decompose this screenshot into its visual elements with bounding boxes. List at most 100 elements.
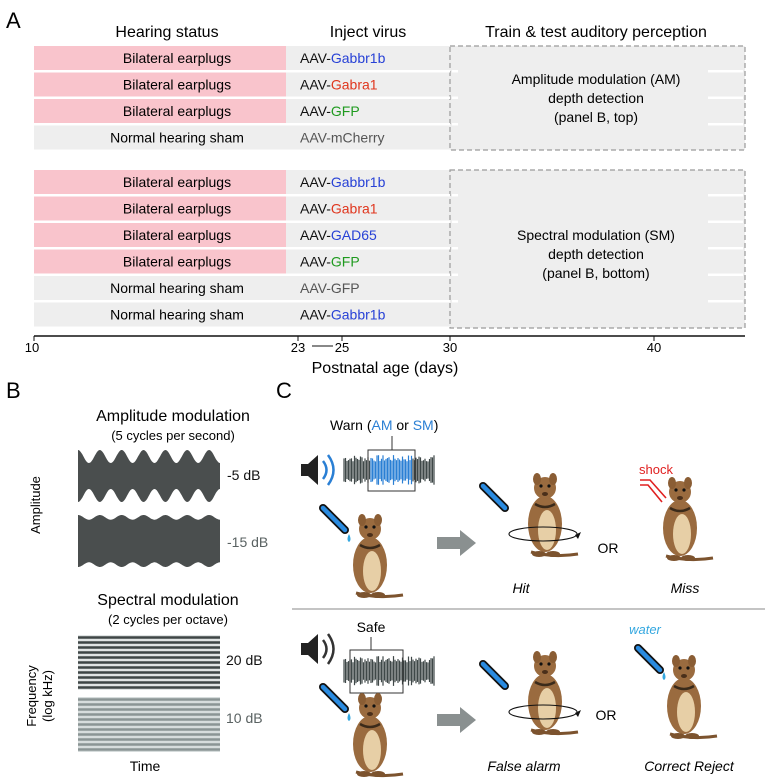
virus-prefix: AAV-	[300, 103, 331, 119]
header-hearing-status: Hearing status	[115, 24, 218, 41]
sm-title: Spectral modulation	[97, 592, 238, 609]
spectral-band	[78, 651, 220, 654]
row-gap	[452, 247, 458, 250]
sm-spectrogram-20db	[78, 635, 220, 690]
header-inject-virus: Inject virus	[330, 24, 406, 41]
sm-group-hearing-status: Bilateral earplugs	[123, 174, 231, 190]
virus-gene: GFP	[331, 103, 360, 119]
virus-gene: Gabra1	[331, 77, 378, 93]
virus-gene: Gabbr1b	[331, 174, 386, 190]
am-group-hearing-status: Bilateral earplugs	[123, 77, 231, 93]
row-gap	[708, 273, 743, 276]
row-gap	[286, 220, 450, 223]
water-label: water	[629, 622, 661, 637]
am-group-hearing-status: Bilateral earplugs	[123, 103, 231, 119]
row-gap	[452, 194, 458, 197]
spectral-band	[78, 743, 220, 746]
virus-prefix: AAV-	[300, 174, 331, 190]
axis-tick-label: 40	[647, 340, 661, 355]
virus-gene: Gabbr1b	[331, 307, 386, 323]
am-title: Amplitude modulation	[96, 408, 250, 425]
sm-group-hearing-status: Bilateral earplugs	[123, 201, 231, 217]
arrow-safe	[437, 707, 476, 733]
sm-task-box	[449, 169, 746, 329]
am-group-earplug-bar	[34, 72, 286, 97]
panel-a-letter: A	[6, 8, 21, 33]
virus-gene: Gabbr1b	[331, 50, 386, 66]
am-group-hearing-status: Normal hearing sham	[110, 130, 244, 146]
am-ylabel: Amplitude	[28, 476, 43, 534]
gerbil-correct-reject	[638, 648, 719, 741]
speaker-icon-warn	[301, 454, 335, 486]
spectral-band	[78, 713, 220, 716]
sm-group-hearing-status: Normal hearing sham	[110, 307, 244, 323]
panel-b-letter: B	[6, 378, 21, 403]
sm-group-hearing-status: Bilateral earplugs	[123, 227, 231, 243]
row-gap	[708, 247, 743, 250]
am-level-15db: -15 dB	[227, 534, 268, 550]
gerbil-drinking-safe	[323, 687, 405, 778]
outcome-hit: Hit	[512, 580, 530, 596]
spectral-band	[78, 671, 220, 674]
panel-c-letter: C	[276, 378, 292, 403]
virus-prefix: AAV-	[300, 50, 331, 66]
virus-gene: GAD65	[331, 227, 377, 243]
sm-group-earplug-bar	[34, 196, 286, 221]
time-label: Time	[130, 758, 161, 774]
row-gap	[452, 123, 458, 126]
spectral-band	[78, 646, 220, 649]
outcome-miss: Miss	[671, 580, 700, 596]
row-gap	[452, 96, 458, 99]
am-waveform-15db	[78, 515, 220, 567]
sm-group-earplug-bar	[34, 223, 286, 247]
spectral-band	[78, 733, 220, 736]
spectral-band	[78, 738, 220, 741]
gerbil-hit	[483, 471, 581, 559]
gerbil-drinking-warn	[323, 508, 405, 600]
or-label-top: OR	[598, 540, 619, 556]
virus-prefix: AAV-mCherry	[300, 130, 385, 146]
virus-prefix: AAV-	[300, 227, 331, 243]
spectral-band	[78, 676, 220, 679]
spectral-band	[78, 723, 220, 726]
virus-gene: Gabra1	[331, 201, 378, 217]
spectral-band	[78, 718, 220, 721]
virus-prefix: AAV-	[300, 254, 331, 270]
row-gap	[452, 70, 458, 73]
sm-group-virus: AAV-Gabbr1b	[300, 174, 386, 190]
sm-task-line3: (panel B, bottom)	[542, 265, 649, 281]
arrow-warn	[437, 530, 476, 556]
row-gap	[708, 123, 743, 126]
spectral-band	[78, 698, 220, 701]
outcome-false-alarm: False alarm	[487, 758, 560, 774]
spectral-band	[78, 708, 220, 711]
shock-label: shock	[639, 462, 673, 477]
sm-level-20db: 20 dB	[226, 652, 263, 668]
sm-group-virus: AAV-GFP	[300, 254, 360, 270]
sm-group-virus: AAV-GAD65	[300, 227, 377, 243]
age-axis-label: Postnatal age (days)	[312, 360, 459, 377]
row-gap	[286, 70, 450, 73]
row-gap	[286, 247, 450, 250]
spectral-band	[78, 748, 220, 751]
spectral-band	[78, 686, 220, 689]
task-box-gaps	[286, 70, 743, 303]
speaker-icon-safe	[301, 633, 335, 665]
row-gap	[708, 194, 743, 197]
spectral-band	[78, 681, 220, 684]
am-task-line3: (panel B, top)	[554, 109, 638, 125]
spectral-band	[78, 703, 220, 706]
virus-prefix: AAV-GFP	[300, 280, 360, 296]
sm-group-earplug-bar	[34, 170, 286, 194]
safe-sound-waveform	[343, 656, 435, 686]
am-waveform-5db	[78, 450, 220, 502]
sm-level-10db: 10 dB	[226, 710, 263, 726]
sm-group-hearing-status: Bilateral earplugs	[123, 254, 231, 270]
spectral-band	[78, 656, 220, 659]
spectral-band	[78, 636, 220, 639]
spectral-band	[78, 728, 220, 731]
spectral-band	[78, 661, 220, 664]
gerbil-false-alarm	[483, 649, 581, 737]
